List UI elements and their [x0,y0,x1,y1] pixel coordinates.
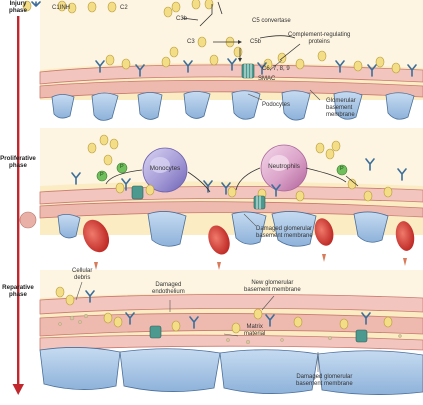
red-blood-cells-panel-2 [82,218,415,255]
label-damaged-gbm-2-line-1: Damaged glomerular [296,374,353,380]
panel-proliferative [19,128,423,270]
migration-arrows [105,167,359,193]
label-c3b: C3b [176,16,188,22]
panel-reparative [39,59,423,395]
label-new-gbm-line-2: basement membrane [244,287,301,293]
label-matrix-material: Matrix material [244,324,265,338]
antibodies-reparative [85,290,371,329]
label-monocytes: Monocytes [149,165,181,172]
label-c5-convertase: C5 convertase [252,18,291,24]
label-damaged-gbm-2: Damaged glomerular basement membrane [296,374,353,388]
phase-injury-word-2: phase [9,7,27,14]
panel-injury [22,0,423,121]
podocytes-row-3 [39,347,423,395]
label-c5b: C5b [250,39,262,45]
label-gbm: Glomerular basement membrane [326,98,356,119]
p-marker-3: P [340,166,344,172]
label-c6-9: C6, 7, 8, 9 [262,66,290,72]
antibodies-injury [31,1,417,77]
label-c1inh: C1INH [52,5,71,11]
complement-beads-proliferative [87,134,393,202]
label-cellular-debris-line-1: Cellular [72,268,93,274]
label-cellular-debris: Cellular debris [72,268,92,282]
podocytes-row-1 [51,90,415,121]
label-complement-regulating-proteins: Complement-regulating proteins [288,32,350,46]
label-damaged-gbm-1: Damaged glomerular basement membrane [256,226,313,240]
cellular-debris [58,314,402,345]
p-marker-1: P [100,172,104,178]
label-new-gbm-line-1: New glomerular [251,280,294,286]
phase-proliferative-word-1: Proliferative [0,155,36,162]
label-damaged-endothelium-line-2: endothelium [152,289,185,295]
label-new-gbm: New glomerular basement membrane [244,280,301,294]
membrane-lower [39,79,423,99]
label-damaged-gbm-1-line-2: basement membrane [256,233,313,239]
label-smac: SMAC [258,76,276,82]
label-damaged-endothelium: Damaged endothelium [152,282,185,296]
label-cellular-debris-line-2: debris [74,275,91,281]
new-membrane [39,293,423,315]
phase-label-proliferative: Proliferative phase [0,155,36,169]
label-gbm-line-3: membrane [326,112,355,118]
label-damaged-gbm-1-line-1: Damaged glomerular [256,226,313,232]
timeline [12,16,24,395]
label-matrix-material-line-1: Matrix [246,324,263,330]
phase-injury-word-1: Injury [9,0,27,7]
complement-cascade-arrows [181,1,301,62]
downward-arrows-2 [94,254,407,270]
phase-label-injury: Injury phase [0,0,36,14]
phase-label-reparative: Reparative phase [0,284,36,298]
label-gbm-line-1: Glomerular [326,98,356,104]
label-complement-regulating-line-1: Complement-regulating [288,32,351,38]
label-damaged-gbm-2-line-2: basement membrane [296,381,353,387]
phase-reparative-word-2: phase [9,291,27,298]
label-matrix-material-line-2: material [244,331,266,337]
smac-complex-2 [131,185,266,210]
complement-beads-injury [22,0,401,74]
p-markers [96,162,348,182]
label-gbm-line-2: basement [326,105,353,111]
smac-complex [241,63,255,79]
label-damaged-endothelium-line-1: Damaged [155,282,182,288]
p-marker-2: P [120,164,124,170]
label-neutrophils: Neutrophils [268,163,300,170]
label-c3: C3 [187,39,195,45]
podocytes-row-2 [57,211,389,247]
timeline-arrowhead [12,384,24,395]
smac-complex-3 [149,325,368,343]
leader-lines [75,59,321,372]
label-complement-regulating-line-2: proteins [308,39,330,45]
antibodies-proliferative [71,158,407,197]
complement-beads-reparative [55,286,393,334]
label-podocytes: Podocytes [262,102,291,108]
phase-proliferative-word-2: phase [9,162,27,169]
label-c2: C2 [120,5,128,11]
phase-reparative-word-1: Reparative [2,284,34,291]
